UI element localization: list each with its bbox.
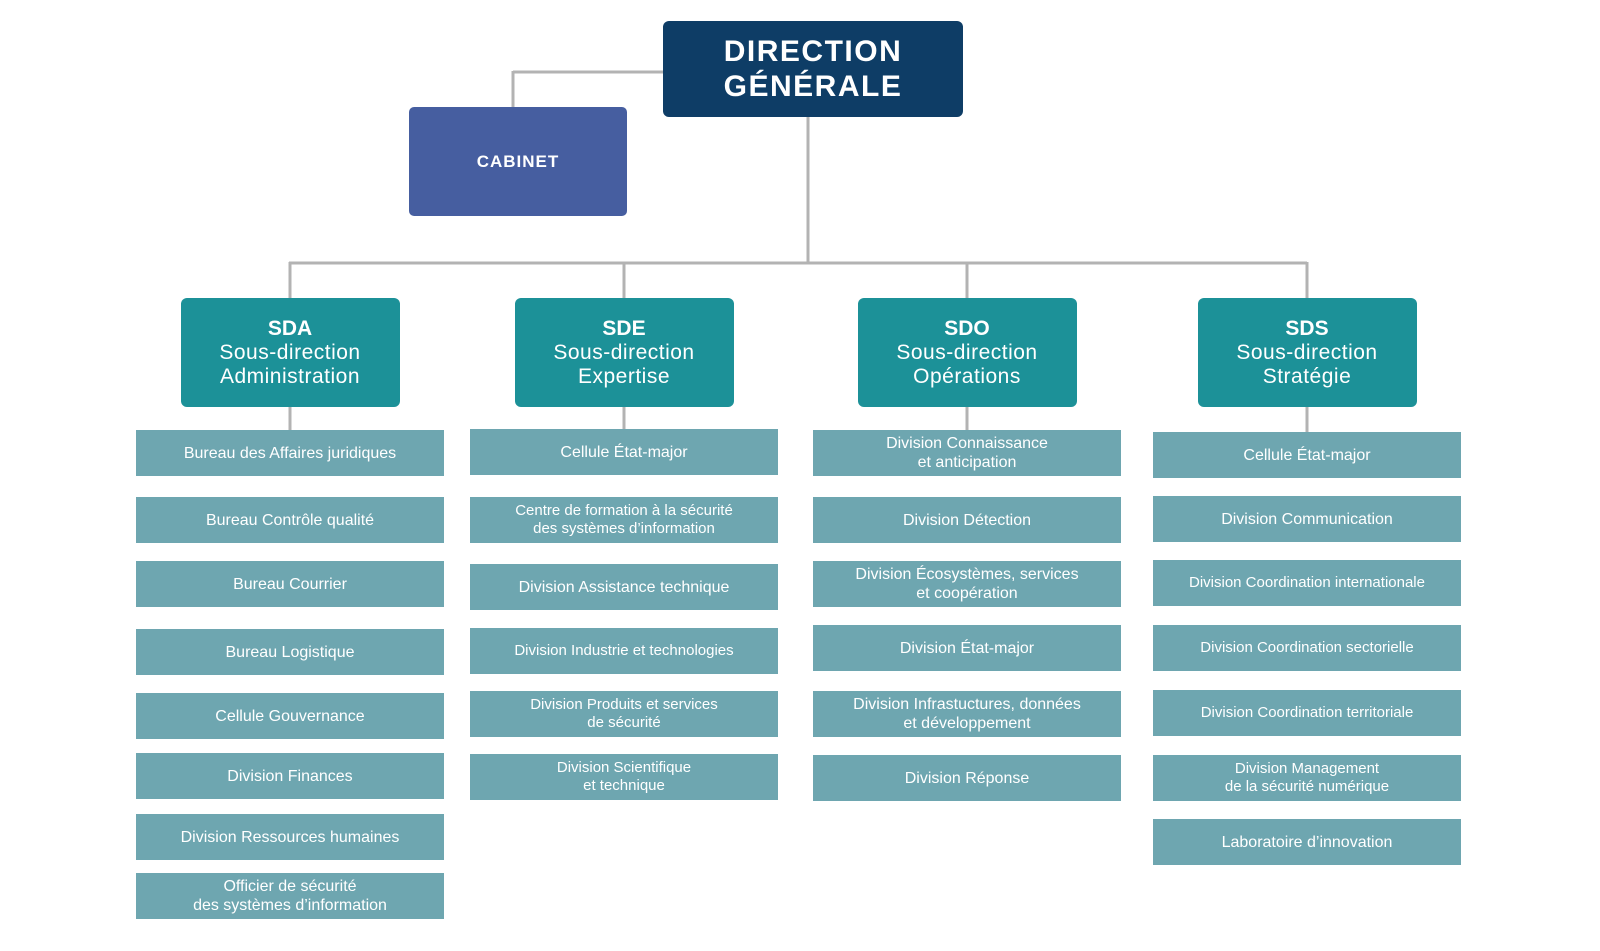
- unit-division-coordination-sectorielle: Division Coordination sectorielle: [1153, 625, 1461, 671]
- cabinet-label: CABINET: [476, 151, 560, 171]
- unit-division-communication: Division Communication: [1153, 496, 1461, 542]
- unit-division-management-de-la-securite-numerique: Division Management de la sécurité numér…: [1153, 755, 1461, 801]
- unit-bureau-logistique: Bureau Logistique: [136, 629, 444, 675]
- unit-division-reponse: Division Réponse: [813, 755, 1121, 801]
- sous-direction-label: Sous-direction Administration: [219, 340, 361, 388]
- sous-direction-label: Sous-direction Opérations: [896, 340, 1038, 388]
- sous-direction-label: Sous-direction Stratégie: [1236, 340, 1378, 388]
- unit-bureau-des-affaires-juridiques: Bureau des Affaires juridiques: [136, 430, 444, 476]
- cabinet-box: CABINET: [409, 107, 627, 216]
- unit-division-scientifique-et-technique: Division Scientifique et technique: [470, 754, 778, 800]
- unit-division-ecosystemes-services-et-cooperation: Division Écosystèmes, services et coopér…: [813, 561, 1121, 607]
- direction-generale-line2: GÉNÉRALE: [723, 70, 903, 103]
- unit-division-assistance-technique: Division Assistance technique: [470, 564, 778, 610]
- direction-generale-line1: DIRECTION: [723, 35, 903, 68]
- sous-direction-code: SDA: [267, 316, 313, 340]
- sous-direction-label: Sous-direction Expertise: [553, 340, 695, 388]
- unit-division-infrastuctures-donnees-et-developpement: Division Infrastuctures, données et déve…: [813, 691, 1121, 737]
- unit-bureau-courrier: Bureau Courrier: [136, 561, 444, 607]
- unit-officier-de-securite-des-systemes-d-information: Officier de sécurité des systèmes d’info…: [136, 873, 444, 919]
- sous-direction-code: SDE: [602, 316, 646, 340]
- unit-centre-de-formation-a-la-securite-des-systemes-d-information: Centre de formation à la sécurité des sy…: [470, 497, 778, 543]
- unit-division-etat-major: Division État-major: [813, 625, 1121, 671]
- unit-division-connaissance-et-anticipation: Division Connaissance et anticipation: [813, 430, 1121, 476]
- unit-cellule-gouvernance: Cellule Gouvernance: [136, 693, 444, 739]
- unit-division-produits-et-services-de-securite: Division Produits et services de sécurit…: [470, 691, 778, 737]
- unit-division-finances: Division Finances: [136, 753, 444, 799]
- unit-laboratoire-d-innovation: Laboratoire d’innovation: [1153, 819, 1461, 865]
- unit-division-ressources-humaines: Division Ressources humaines: [136, 814, 444, 860]
- unit-cellule-etat-major: Cellule État-major: [470, 429, 778, 475]
- sous-direction-code: SDS: [1285, 316, 1329, 340]
- unit-bureau-controle-qualite: Bureau Contrôle qualité: [136, 497, 444, 543]
- unit-division-coordination-internationale: Division Coordination internationale: [1153, 560, 1461, 606]
- unit-cellule-etat-major: Cellule État-major: [1153, 432, 1461, 478]
- sous-direction-code: SDO: [944, 316, 990, 340]
- direction-generale-box: DIRECTION GÉNÉRALE: [663, 21, 963, 117]
- unit-division-coordination-territoriale: Division Coordination territoriale: [1153, 690, 1461, 736]
- unit-division-detection: Division Détection: [813, 497, 1121, 543]
- unit-division-industrie-et-technologies: Division Industrie et technologies: [470, 628, 778, 674]
